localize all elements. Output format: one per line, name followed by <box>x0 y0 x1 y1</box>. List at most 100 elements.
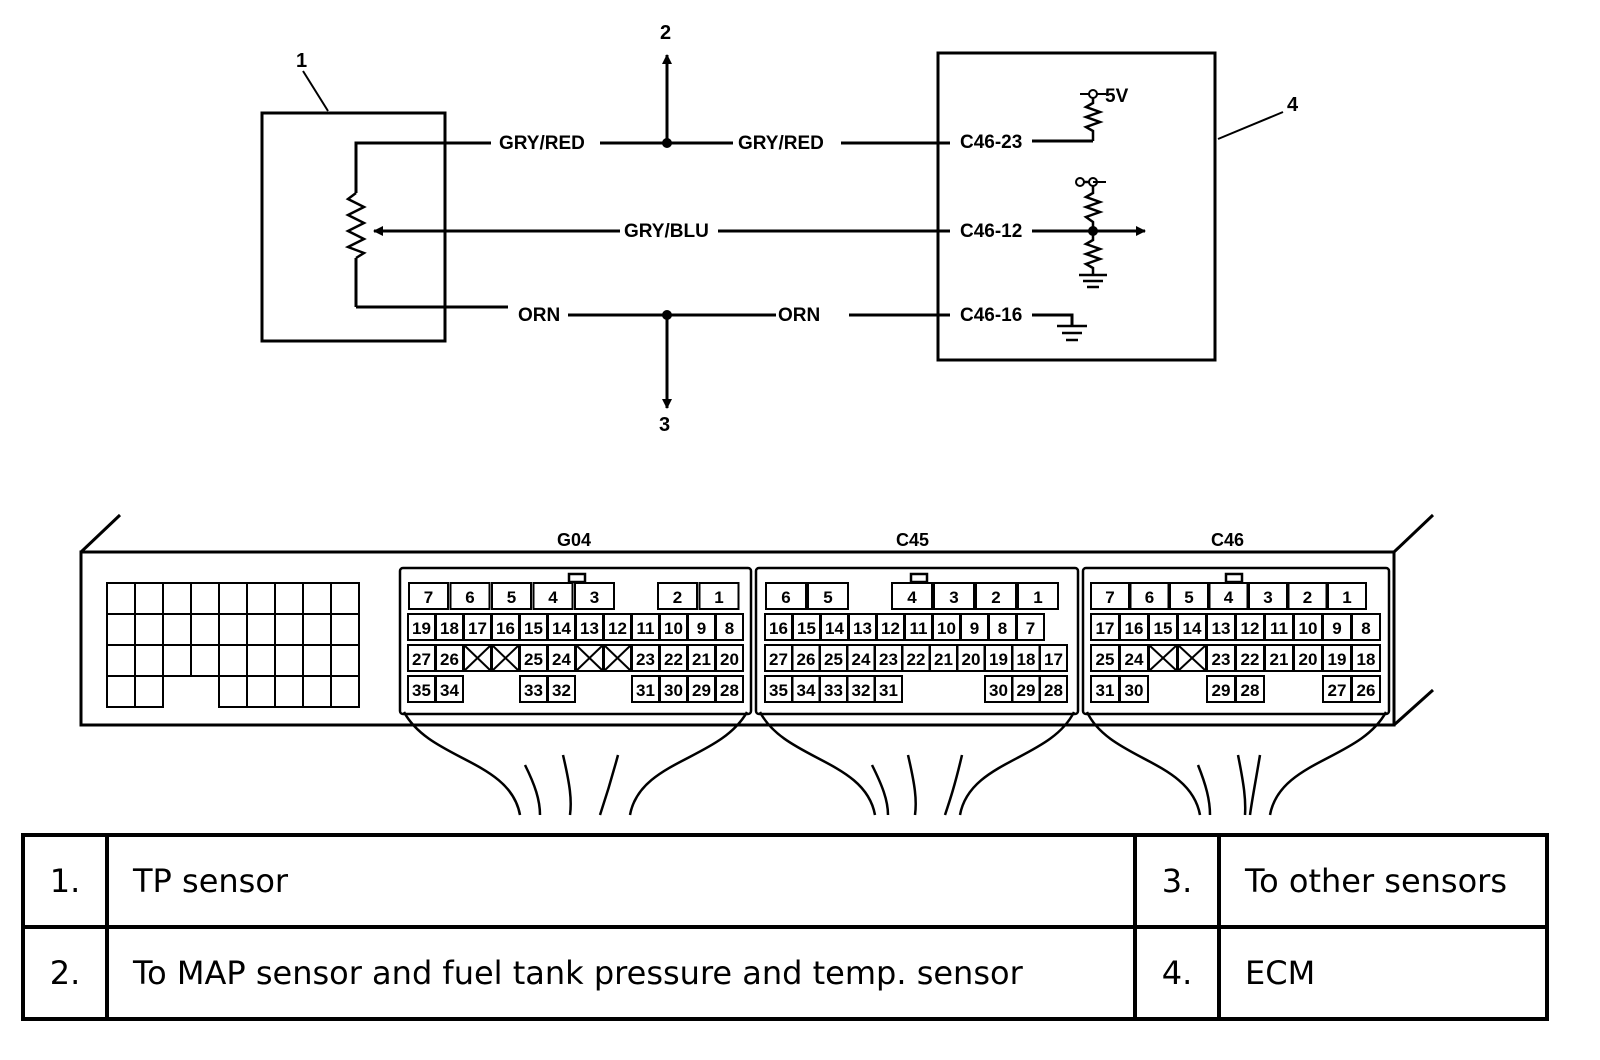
connector-pin: 4 <box>532 582 574 610</box>
unused-pin-cavity <box>603 644 632 672</box>
connector-pin: 24 <box>846 644 876 672</box>
pin-number: 3 <box>590 588 599 607</box>
unused-pin-cavity <box>575 644 604 672</box>
connector-pin: 1 <box>1017 582 1059 610</box>
legend-row: 2. To MAP sensor and fuel tank pressure … <box>21 925 1549 1021</box>
connector-pin: 7 <box>1016 613 1045 641</box>
connector-pin: 26 <box>1351 675 1381 703</box>
ecm-terminal-c46-16: C46-16 <box>960 305 1022 326</box>
callout-3: 3 <box>659 414 670 436</box>
connector-pin: 11 <box>1264 613 1294 641</box>
pin-number: 13 <box>1212 619 1231 638</box>
pin-number: 18 <box>440 619 459 638</box>
connector-pin: 5 <box>1169 582 1209 610</box>
connector-c45-housing <box>754 566 1080 716</box>
pin-number: 34 <box>440 681 459 700</box>
pin-number: 18 <box>1357 650 1376 669</box>
connector-pin: 13 <box>575 613 604 641</box>
connector-pin: 31 <box>631 675 660 703</box>
pin-number: 15 <box>1154 619 1173 638</box>
schematic <box>260 51 1284 409</box>
pin-number: 14 <box>1183 619 1202 638</box>
connector-pin: 23 <box>631 644 660 672</box>
pin-number: 15 <box>797 619 816 638</box>
pin-number: 9 <box>1332 619 1341 638</box>
connector-pin: 21 <box>687 644 716 672</box>
connector-pin: 18 <box>1351 644 1381 672</box>
pin-number: 35 <box>769 681 788 700</box>
pin-number: 31 <box>636 681 655 700</box>
pin-number: 24 <box>1125 650 1144 669</box>
pin-number: 12 <box>608 619 627 638</box>
pin-number: 19 <box>1328 650 1347 669</box>
connector-pin: 18 <box>1011 644 1041 672</box>
callout-4: 4 <box>1287 94 1299 116</box>
pin-number: 32 <box>552 681 571 700</box>
wire-label-gry-blu: GRY/BLU <box>624 221 709 242</box>
pin-number: 12 <box>881 619 900 638</box>
connector-pin: 16 <box>1119 613 1149 641</box>
pin-number: 22 <box>664 650 683 669</box>
potentiometer-resistor <box>344 192 367 260</box>
pin-number: 4 <box>548 588 558 607</box>
unused-pin-cavity <box>1148 644 1178 672</box>
pin-number: 33 <box>524 681 543 700</box>
pin-number: 8 <box>1361 619 1370 638</box>
connector-pin: 17 <box>1090 613 1120 641</box>
pin-number: 22 <box>1241 650 1260 669</box>
connector-pin: 3 <box>574 582 615 610</box>
connector-pin: 23 <box>1206 644 1236 672</box>
connector-pin: 25 <box>1090 644 1120 672</box>
pin-number: 8 <box>725 619 734 638</box>
pin-number: 19 <box>412 619 431 638</box>
pin-number: 9 <box>697 619 706 638</box>
connector-pin: 30 <box>984 675 1013 703</box>
unused-pin-cavity <box>491 644 520 672</box>
connector-pin: 20 <box>1293 644 1323 672</box>
pin-number: 30 <box>664 681 683 700</box>
connector-pin: 6 <box>765 582 807 610</box>
connector-pin: 34 <box>435 675 464 703</box>
connector-pin: 8 <box>988 613 1017 641</box>
pin-number: 33 <box>824 681 843 700</box>
pin-number: 23 <box>1212 650 1231 669</box>
connector-pin: 13 <box>848 613 877 641</box>
callout-1: 1 <box>296 50 307 72</box>
connector-pin: 14 <box>820 613 849 641</box>
pin-number: 26 <box>440 650 459 669</box>
pin-number: 27 <box>769 650 788 669</box>
pin-number: 20 <box>1299 650 1318 669</box>
pin-number: 14 <box>552 619 571 638</box>
pin-number: 24 <box>852 650 871 669</box>
pin-number: 17 <box>1044 650 1063 669</box>
connector-pin: 31 <box>1090 675 1120 703</box>
connector-pin: 32 <box>547 675 576 703</box>
pin-number: 13 <box>853 619 872 638</box>
pin-number: 27 <box>1328 681 1347 700</box>
connector-pin: 15 <box>519 613 548 641</box>
connector-pin: 28 <box>1235 675 1265 703</box>
pin-number: 21 <box>692 650 711 669</box>
legend-row: 1. TP sensor 3. To other sensors <box>21 833 1549 929</box>
connector-pin: 20 <box>715 644 744 672</box>
pin-number: 16 <box>1125 619 1144 638</box>
pin-number: 34 <box>797 681 816 700</box>
pin-number: 6 <box>1145 588 1154 607</box>
harness-lines <box>402 711 1388 816</box>
unused-pin-cavity <box>463 644 492 672</box>
legend-text: To MAP sensor and fuel tank pressure and… <box>105 925 1137 1021</box>
pin-number: 15 <box>524 619 543 638</box>
pin-number: 1 <box>1342 588 1351 607</box>
connector-pin: 12 <box>603 613 632 641</box>
connector-g04-title: G04 <box>557 530 591 550</box>
pin-number: 5 <box>507 588 516 607</box>
unused-pin-cavity <box>1177 644 1207 672</box>
connector-pin: 4 <box>1208 582 1249 610</box>
connector-pin: 21 <box>929 644 958 672</box>
pin-number: 26 <box>1357 681 1376 700</box>
connector-pin: 33 <box>519 675 548 703</box>
pin-number: 11 <box>1270 619 1288 638</box>
pin-number: 7 <box>1105 588 1114 607</box>
pin-number: 2 <box>991 588 1000 607</box>
